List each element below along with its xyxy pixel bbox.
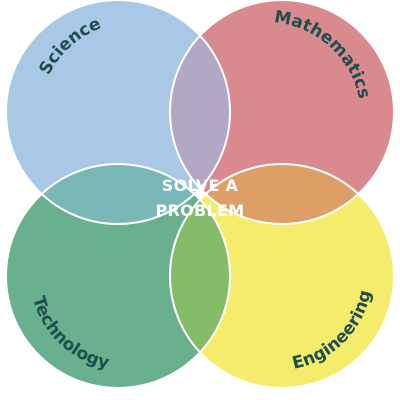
technology-circle bbox=[6, 164, 230, 388]
center-label-line-1: SOLVE A bbox=[162, 176, 239, 195]
mathematics-circle bbox=[170, 0, 394, 224]
engineering-circle bbox=[170, 164, 394, 388]
science-circle bbox=[6, 0, 230, 224]
center-label-line-2: PROBLEM bbox=[156, 201, 245, 220]
circle-outlines bbox=[5, 0, 395, 389]
